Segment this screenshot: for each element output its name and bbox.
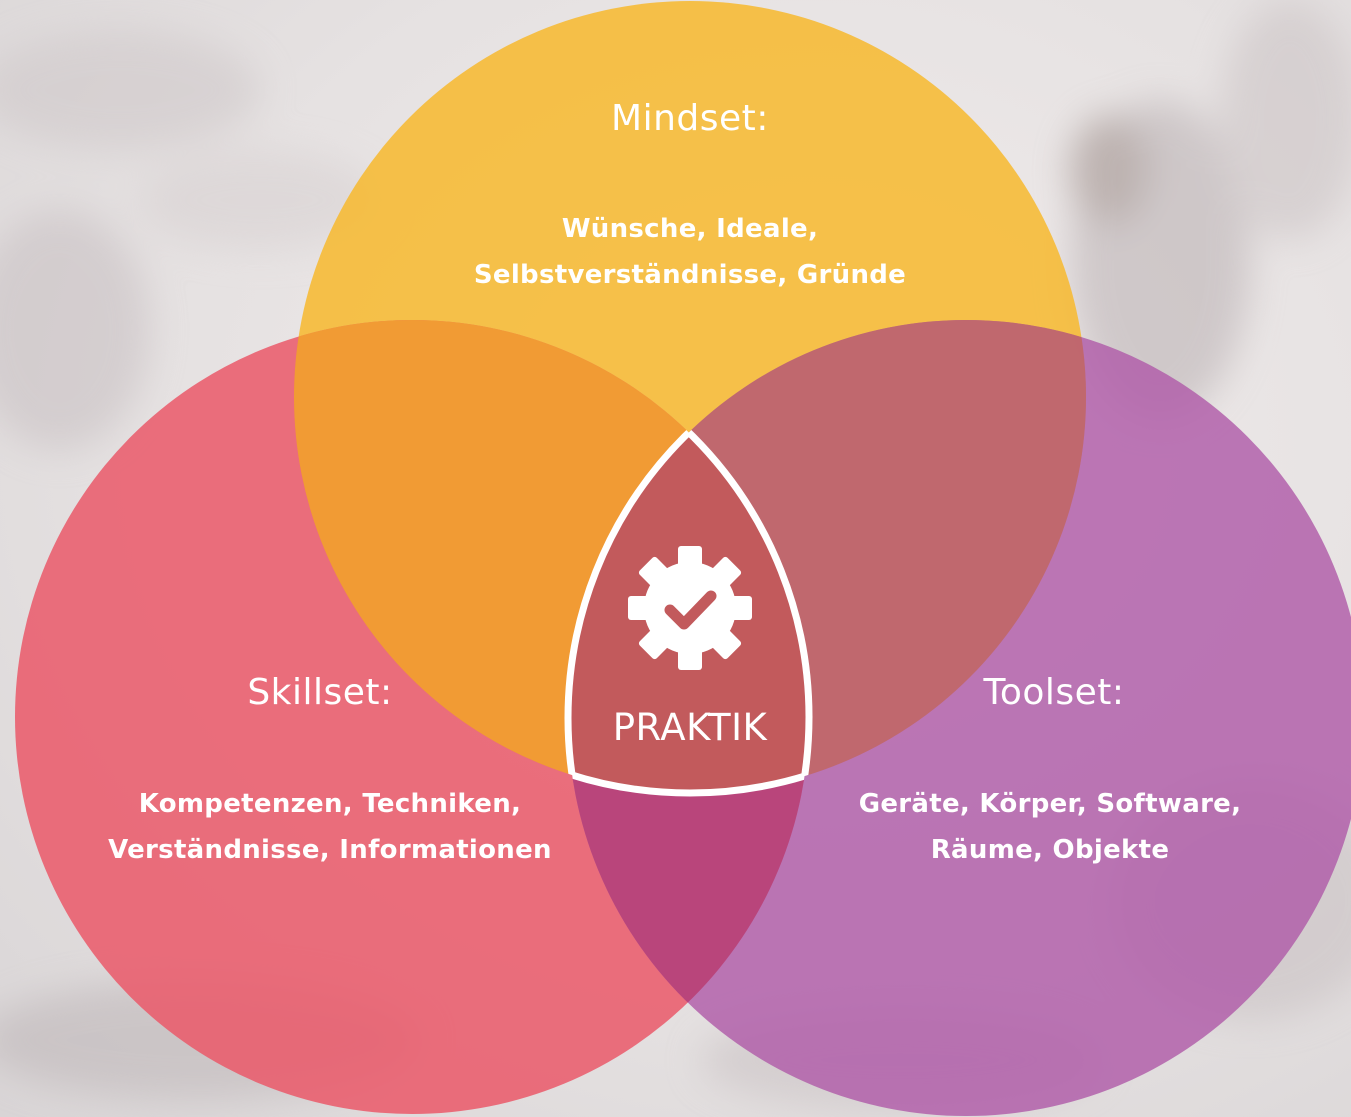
praktik-label: PRAKTIK <box>612 706 768 749</box>
toolset-title: Toolset: <box>983 672 1125 713</box>
mindset-description: Wünsche, Ideale, Selbstverständnisse, Gr… <box>420 206 960 298</box>
skillset-description: Kompetenzen, Techniken, Verständnisse, I… <box>50 781 610 873</box>
skillset-line-2: Verständnisse, Informationen <box>108 835 552 865</box>
mindset-line-2: Selbstverständnisse, Gründe <box>473 260 907 290</box>
gear-check-icon <box>628 546 752 670</box>
mindset-line-1: Wünsche, Ideale, <box>561 214 819 244</box>
praktik-outline-toolset-arc <box>564 320 809 793</box>
praktik-outline-mindset-arc <box>568 320 809 797</box>
skillset-title: Skillset: <box>247 672 393 713</box>
toolset-line-2: Räume, Objekte <box>930 835 1170 865</box>
skillset-line-1: Kompetenzen, Techniken, <box>138 789 522 819</box>
toolset-line-1: Geräte, Körper, Software, <box>858 789 1242 819</box>
mindset-title: Mindset: <box>611 98 769 139</box>
toolset-description: Geräte, Körper, Software, Räume, Objekte <box>780 781 1320 873</box>
praktik-outline-skillset-arc <box>568 320 813 793</box>
